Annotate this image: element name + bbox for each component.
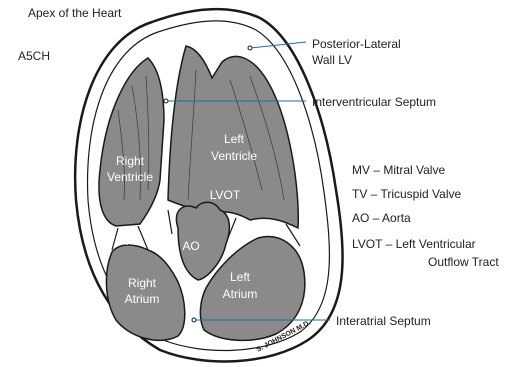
- page-title: Apex of the Heart: [28, 6, 121, 20]
- mv-label: MV: [246, 218, 276, 232]
- left-ventricle-label-1: Left: [204, 132, 264, 146]
- left-atrium-label-2: Atrium: [210, 287, 270, 301]
- left-ventricle-label-2: Ventricle: [204, 149, 264, 163]
- posterior-lateral-label-1: Posterior-Lateral: [312, 37, 401, 51]
- right-atrium-label-2: Atrium: [112, 292, 172, 306]
- right-ventricle-label-1: Right: [100, 154, 160, 168]
- posterior-lateral-callout-dot: [248, 46, 252, 50]
- lvot-label: LVOT: [200, 188, 250, 202]
- view-label: A5CH: [18, 49, 50, 63]
- tv-label: TV: [116, 234, 146, 248]
- left-atrium-label-1: Left: [210, 270, 270, 284]
- interatrial-callout-dot: [192, 318, 196, 322]
- legend-lvot-2: Outflow Tract: [428, 255, 499, 269]
- legend-mv: MV – Mitral Valve: [352, 163, 445, 177]
- interatrial-septum-label: Interatrial Septum: [336, 314, 431, 328]
- right-ventricle-label-2: Ventricle: [100, 170, 160, 184]
- legend-tv: TV – Tricuspid Valve: [352, 187, 461, 201]
- posterior-lateral-label-2: Wall LV: [312, 53, 352, 67]
- interventricular-callout-dot: [164, 99, 168, 103]
- interventricular-septum-label: Interventricular Septum: [312, 95, 436, 109]
- legend-ao: AO – Aorta: [352, 211, 411, 225]
- right-atrium-label-1: Right: [112, 276, 172, 290]
- legend-lvot-1: LVOT – Left Ventricular: [352, 237, 476, 251]
- ao-label: AO: [176, 239, 206, 253]
